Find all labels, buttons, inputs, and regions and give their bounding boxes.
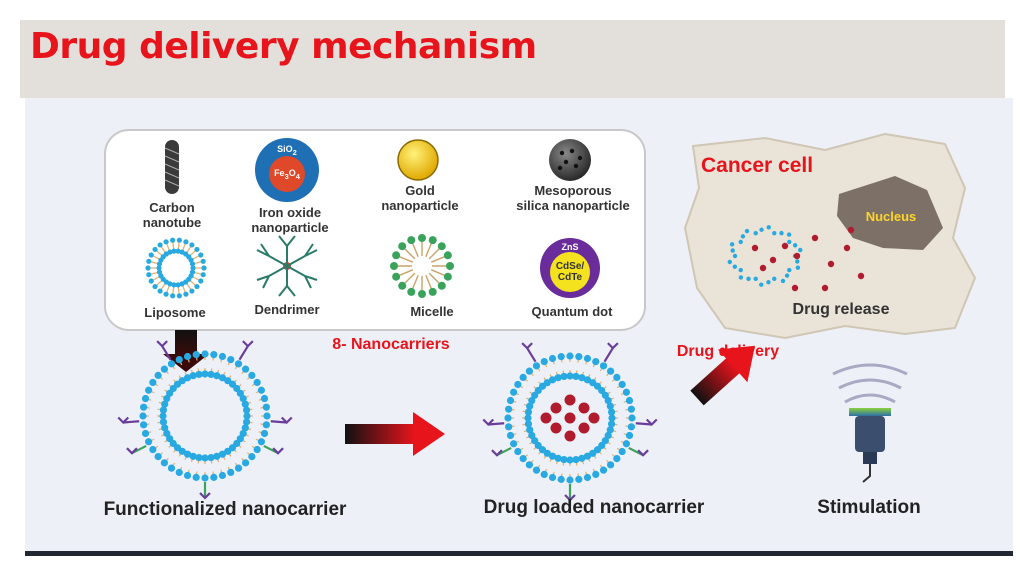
liposome-icon <box>145 237 207 299</box>
functionalized-nanocarrier <box>117 340 293 500</box>
quantum-dot-icon <box>540 238 600 298</box>
drug-release-cluster <box>727 225 865 292</box>
label-drug-release: Drug release <box>792 301 890 318</box>
dendrimer-icon <box>256 235 318 297</box>
label-iron-oxide: Iron oxide nanoparticle <box>251 205 329 235</box>
label-carbon-nanotube: Carbon nanotube <box>142 200 202 230</box>
down-arrow <box>163 330 209 372</box>
label-dendrimer: Dendrimer <box>254 302 320 317</box>
label-drug-delivery: Drug delivery <box>676 343 780 360</box>
mesoporous-silica-icon <box>549 139 591 181</box>
label-drug-loaded-nanocarrier: Drug loaded nanocarrier <box>483 497 705 518</box>
label-micelle: Micelle <box>410 304 454 319</box>
carbon-nanotube-icon <box>164 140 180 194</box>
nucleus-shape <box>837 176 943 250</box>
label-quantum-dot-core: CdSe/ CdTe <box>555 261 585 284</box>
label-nucleus: Nucleus <box>865 209 917 224</box>
label-stimulation: Stimulation <box>817 497 921 518</box>
stimulation-device <box>832 363 908 483</box>
diagram-figure: Carbon nanotube Iron oxide nanoparticle … <box>25 98 1013 556</box>
slide-title: Drug delivery mechanism <box>30 26 537 67</box>
gold-nanoparticle-icon <box>397 139 439 181</box>
diagram-canvas <box>104 129 977 502</box>
label-mesoporous-silica: Mesoporous silica nanoparticle <box>516 183 630 213</box>
label-quantum-dot-shell: ZnS <box>561 242 579 252</box>
title-bar <box>20 20 1005 98</box>
right-arrow <box>345 412 445 456</box>
label-liposome: Liposome <box>144 305 206 320</box>
label-iron-oxide-shell: SiO2 <box>277 144 297 157</box>
label-iron-oxide-core: Fe3O4 <box>274 168 300 181</box>
micelle-icon <box>390 234 454 298</box>
drug-loaded-nanocarrier <box>482 342 658 502</box>
iron-oxide-icon <box>255 138 319 202</box>
label-gold: Gold nanoparticle <box>381 183 459 213</box>
label-section-nanocarriers: 8- Nanocarriers <box>332 336 450 353</box>
label-quantum-dot: Quantum dot <box>531 304 613 319</box>
label-functionalized-nanocarrier: Functionalized nanocarrier <box>103 499 347 520</box>
nanocarrier-panel <box>104 129 646 331</box>
up-right-arrow <box>690 345 755 406</box>
label-cancer-cell: Cancer cell <box>701 154 814 177</box>
